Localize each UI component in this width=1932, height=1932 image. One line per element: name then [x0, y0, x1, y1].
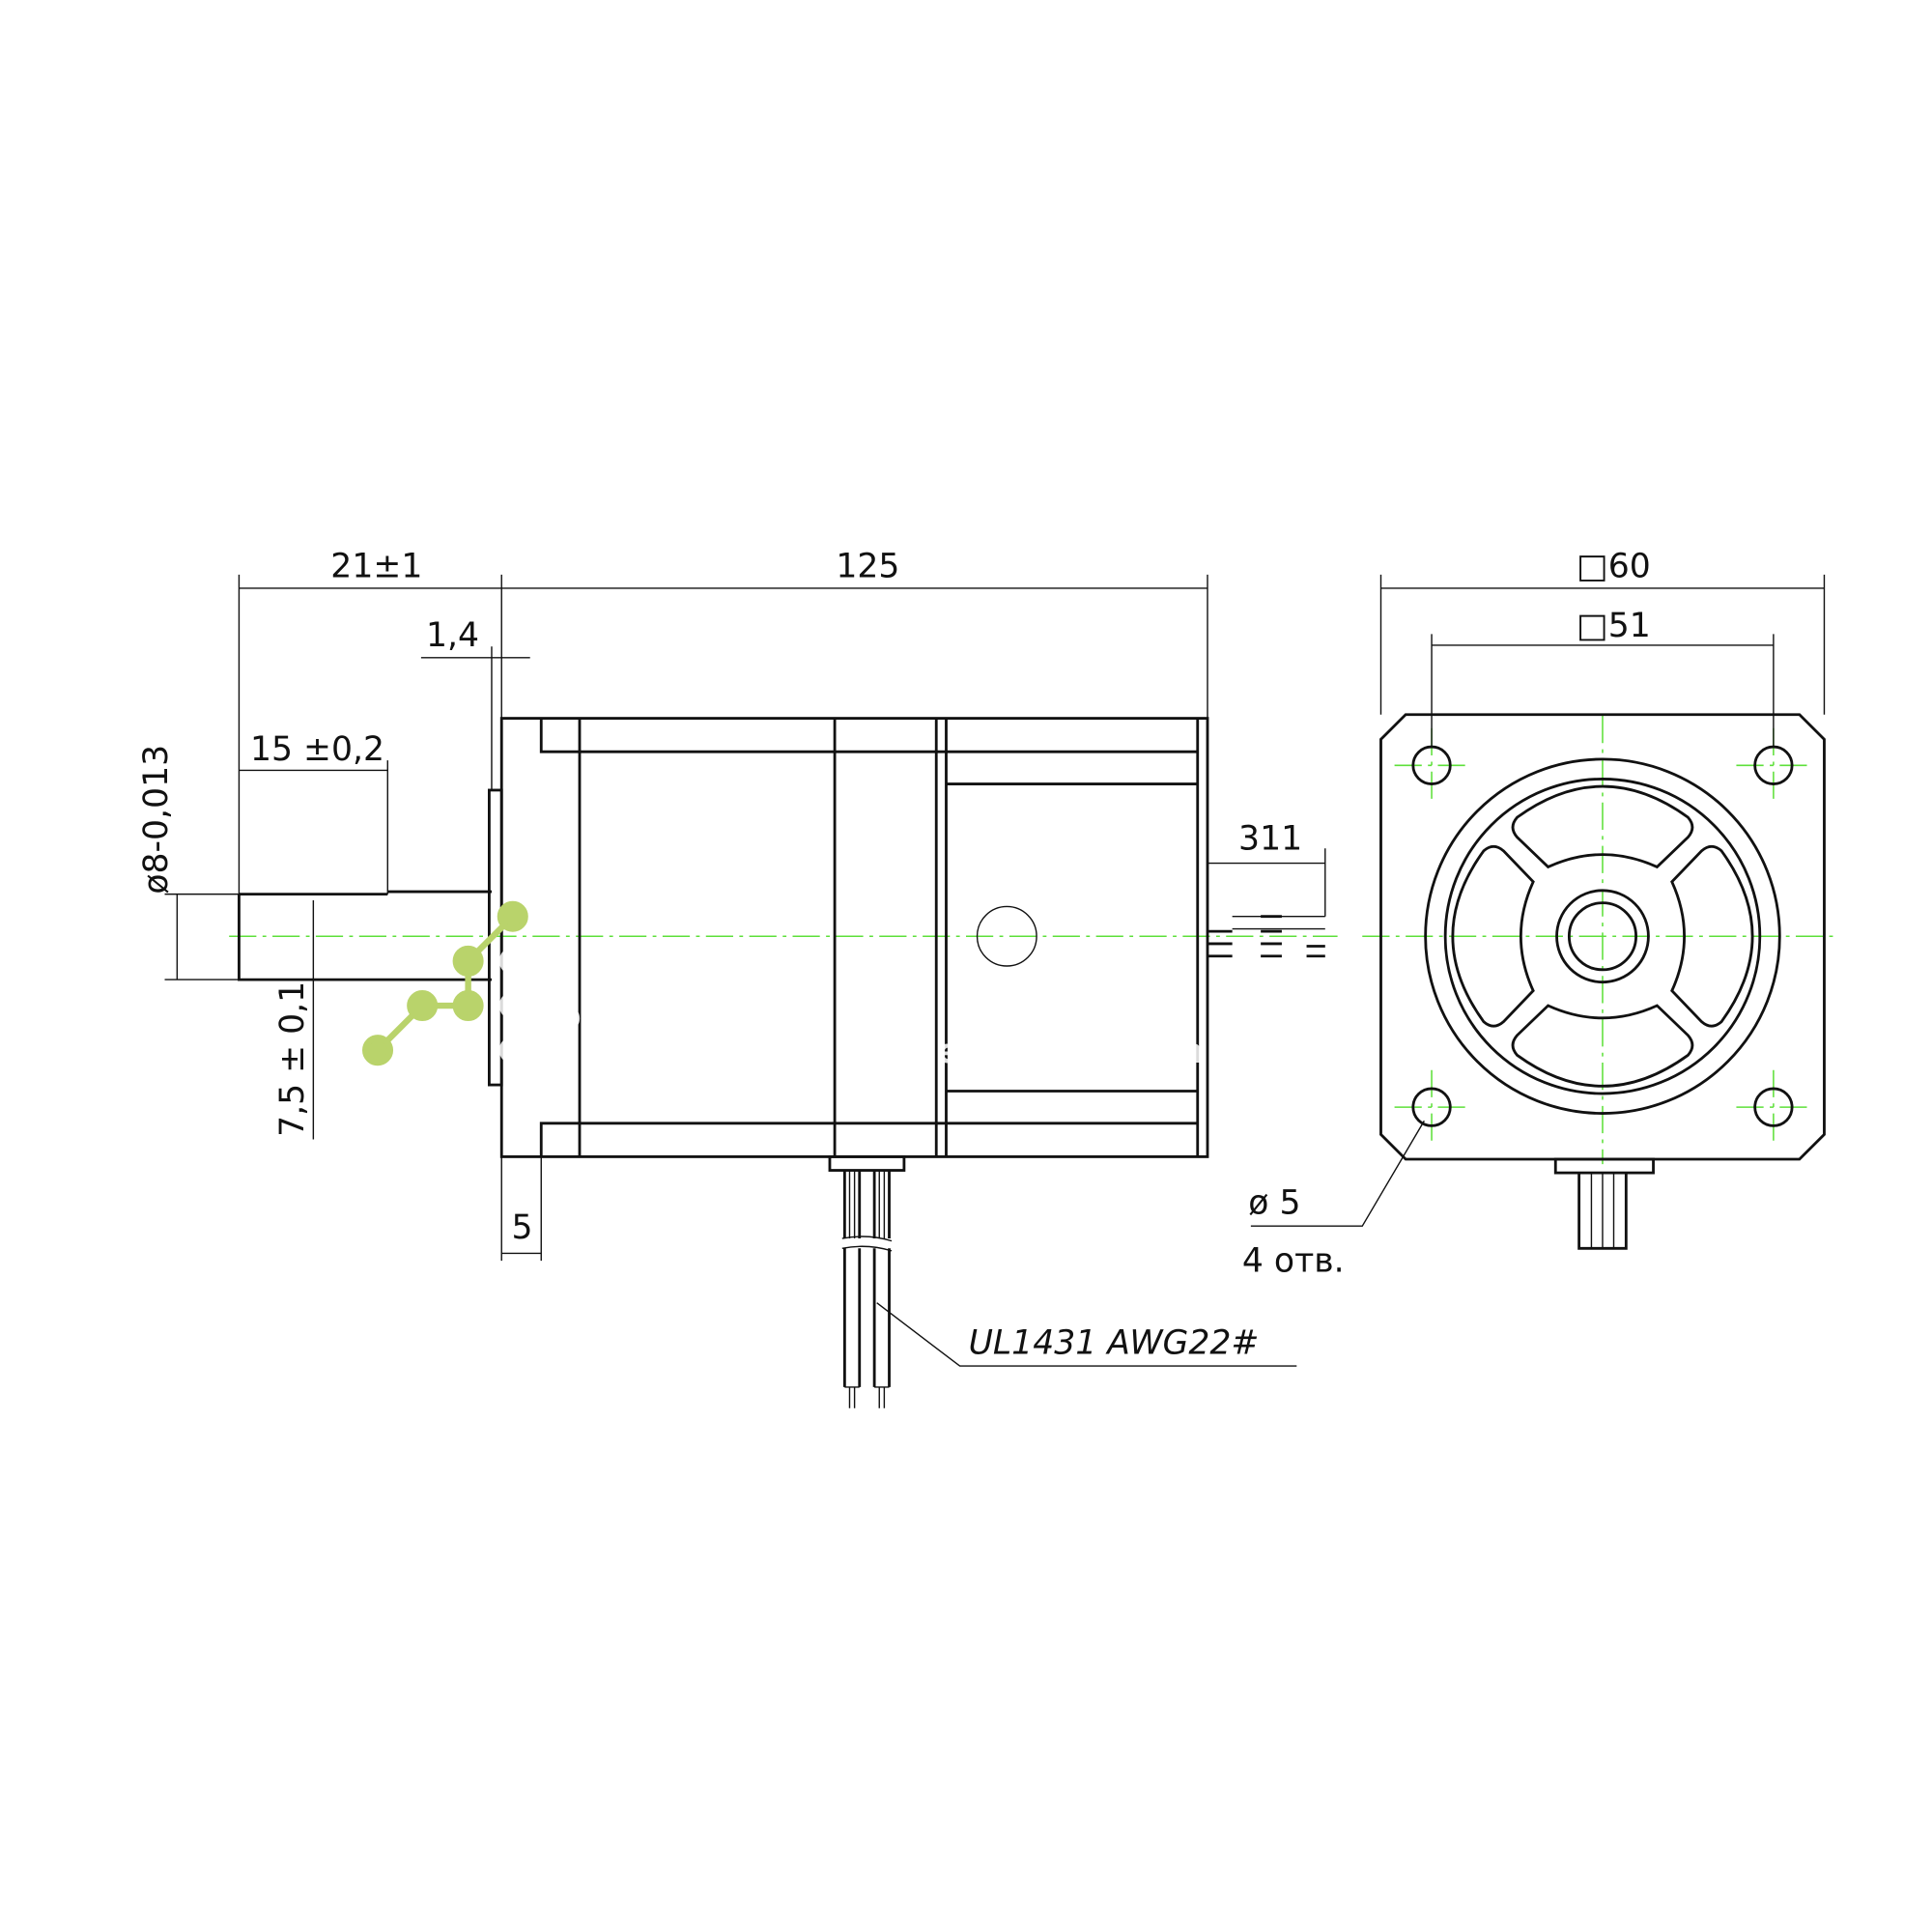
dim-shaft-diameter: ø8-0,013	[137, 745, 176, 895]
dimension-lines	[164, 574, 1826, 1367]
watermark-tagline: research & development	[607, 1033, 1234, 1071]
watermark-logo: purelogic research & development	[362, 900, 1234, 1071]
dim-flange-boss: 1,4	[426, 616, 479, 655]
front-view	[1379, 713, 1826, 1250]
hub	[1555, 889, 1650, 984]
dim-flat-height: 7,5 ± 0,1	[273, 981, 312, 1137]
dim-square-outer: □60	[1577, 547, 1651, 585]
centerlines	[229, 716, 1839, 1165]
dim-square-holes: □51	[1577, 607, 1651, 645]
dimension-labels: 21±1 125 1,4 15 ±0,2 ø8-0,013 7,5 ± 0,1 …	[137, 547, 1651, 1362]
dim-hole-count: 4 отв.	[1242, 1242, 1345, 1281]
cable-label: UL1431 AWG22#	[969, 1323, 1260, 1362]
flange-square	[1379, 713, 1826, 1161]
dim-shaft-length: 21±1	[330, 547, 422, 585]
dim-flange-thickness: 5	[511, 1208, 532, 1247]
dim-flat-length: 15 ±0,2	[250, 730, 384, 769]
mount-hole	[1411, 1087, 1452, 1127]
mount-hole	[1753, 1087, 1794, 1127]
dim-connector: 311	[1238, 819, 1302, 858]
cable-gland	[828, 1155, 906, 1172]
dim-body-length: 125	[836, 547, 899, 585]
dim-hole-diameter: ø 5	[1248, 1183, 1300, 1222]
watermark-brand: purelogic	[557, 998, 734, 1037]
